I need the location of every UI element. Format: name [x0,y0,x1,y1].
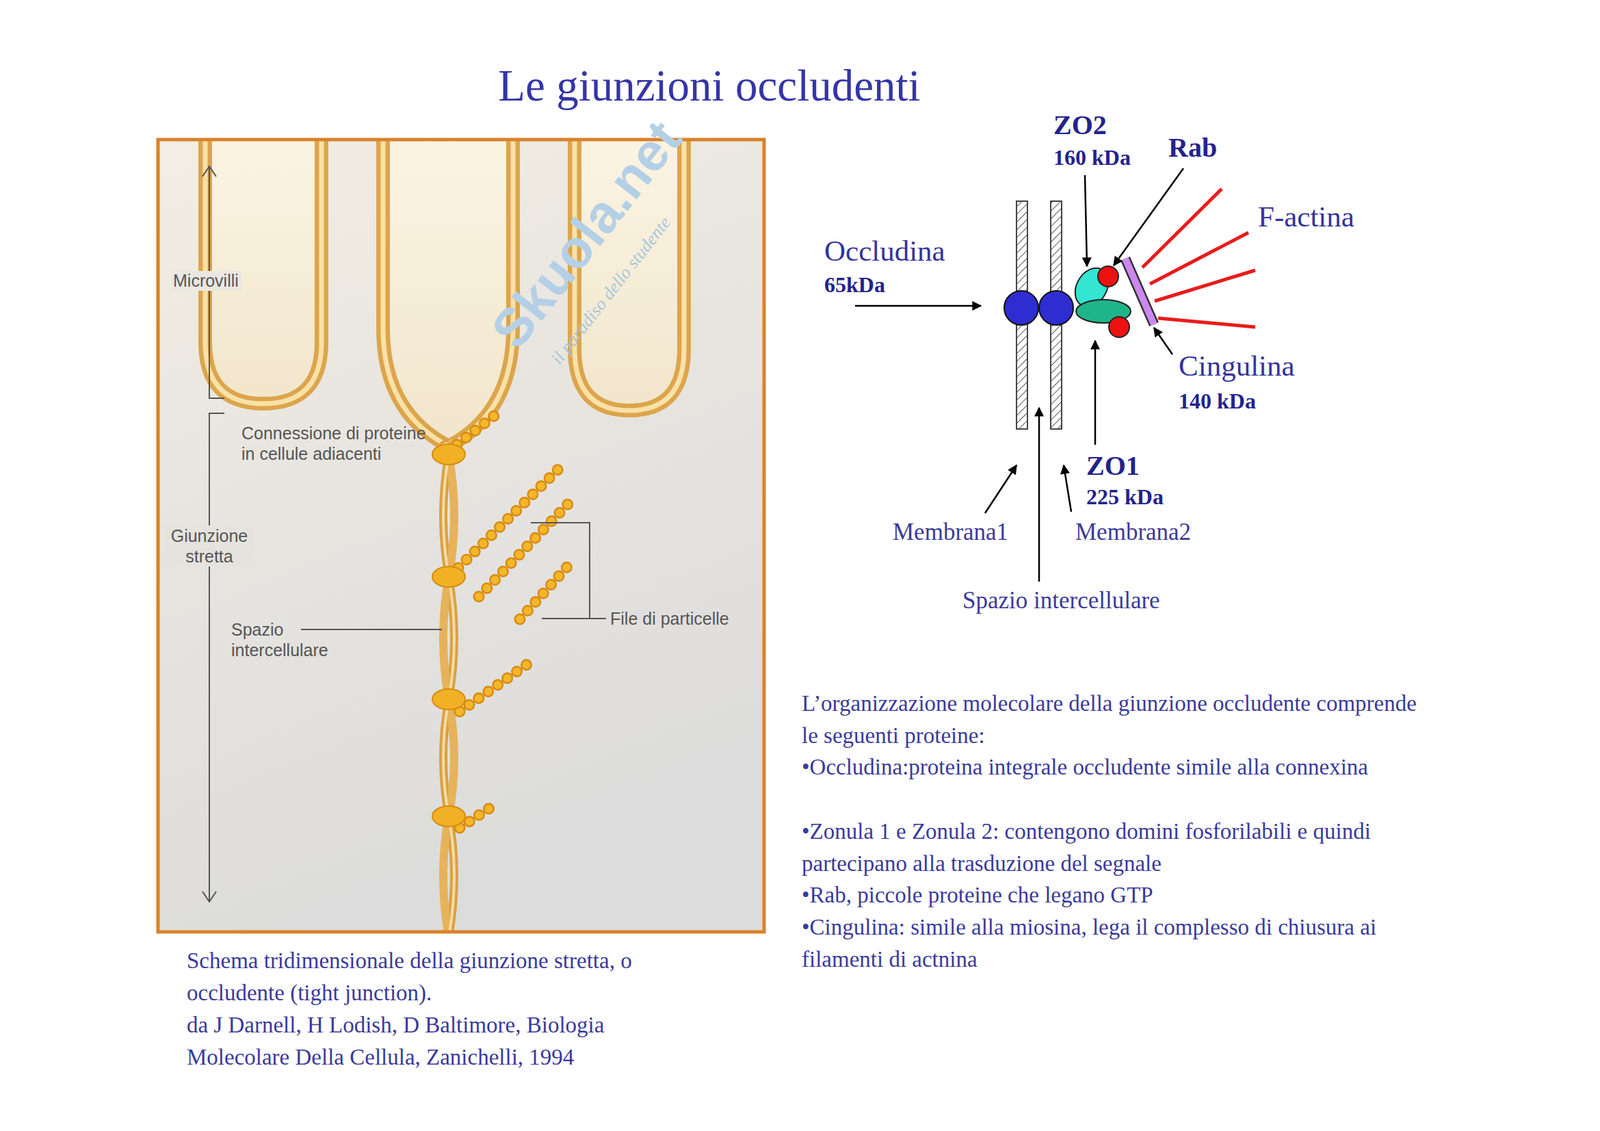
bracket-lines [530,522,590,619]
bullet-text-holder: •Rab, piccole proteine che legano GTP [801,879,1421,912]
pointer-arrow [1153,327,1173,355]
bullet-text: •Zonula 1 e Zonula 2: contengono domini … [801,815,1421,880]
protein-mass: 140 kDa [1178,388,1256,414]
structure-label-holder: Membrana2 [1075,518,1191,546]
tight-junction-illustration [158,139,765,932]
particle-rows [519,562,572,620]
part-label-holder: Spazio intercellulare [231,619,362,661]
protein-name: ZO2 [1053,109,1107,141]
structure-label-holder: Membrana1 [892,518,1009,546]
pointer-arrow [985,465,1017,514]
protein-name-holder: Occludina [824,233,946,268]
cell-membrane [383,139,447,445]
protein-name: Cingulina [1178,348,1295,383]
part-label: Spazio intercellulare [231,619,362,661]
protein-name: Occludina [824,233,946,268]
tight-junction-illustration [158,139,765,932]
part-label-holder: Giunzione stretta [164,525,254,567]
junction-strands [441,443,457,932]
protein-name-holder: F-actina [1257,199,1355,234]
part-label: Microvilli [170,270,242,291]
structure-label: Spazio intercellulare [962,586,1161,615]
slide-title: Le giunzioni occludenti [367,60,1052,112]
part-label: Connessione di proteine in cellule adiac… [241,422,427,464]
protein-name: F-actina [1257,199,1355,234]
particle-rows [478,502,570,597]
protein-connection [432,443,466,827]
bracket-lines [589,617,607,620]
pointer-arrow [1038,407,1041,582]
protein-connection [432,688,466,710]
part-label: Giunzione stretta [164,525,254,567]
actin-filament [1142,188,1222,268]
protein-name-holder: ZO2 [1053,109,1107,141]
protein-mass-holder: 160 kDa [1053,145,1131,171]
rab-protein [1097,266,1119,287]
protein-connection [432,805,466,827]
particle-rows [459,658,535,712]
particle-rows [458,465,563,568]
figure-caption: Schema tridimensionale della giunzione s… [186,944,699,1009]
protein-name-holder: ZO1 [1086,450,1140,482]
structure-label: Membrana2 [1075,518,1191,546]
pointer-arrow [1084,175,1087,267]
particle-rows [456,409,503,445]
slide-title-holder: Le giunzioni occludenti [367,60,1052,112]
part-label-holder: Microvilli [170,270,242,291]
protein-name-holder: Cingulina [1178,348,1295,383]
protein-mass-holder: 65kDa [824,272,886,297]
bracket-lines [209,413,225,902]
illustration-frame [158,139,765,932]
occludin-protein [1004,290,1039,325]
protein-name-holder: Rab [1168,132,1217,164]
protein-mass: 160 kDa [1053,145,1131,171]
bullet-text-holder: •Cingulina: simile alla miosina, lega il… [801,911,1421,975]
protein-name: ZO1 [1086,450,1140,482]
particle-rows [458,465,563,568]
bullet-text: •Cingulina: simile alla miosina, lega il… [801,911,1421,975]
actin-filament [1142,188,1256,327]
source-credit-holder: da J Darnell, H Lodish, D Baltimore, Bio… [186,1008,699,1074]
pointer-arrow [1094,340,1097,445]
protein-connection [432,443,466,465]
pointer-arrow [1113,168,1184,266]
figure-caption-holder: Schema tridimensionale della giunzione s… [186,944,699,1009]
bracket-lines [300,628,442,631]
protein-name: Rab [1168,132,1217,164]
part-label-holder: Connessione di proteine in cellule adiac… [241,422,427,464]
particle-rows [459,658,535,712]
bullet-text-holder: •Zonula 1 e Zonula 2: contengono domini … [801,815,1421,880]
structure-label: Membrana1 [892,518,1009,546]
membrane-highlight [383,139,447,445]
bracket-lines [202,166,217,177]
structure-label-holder: Spazio intercellulare [962,586,1161,615]
actin-filament [1158,318,1256,327]
protein-mass-holder: 140 kDa [1178,388,1256,414]
protein-mass: 65kDa [824,272,886,297]
bullet-text: •Rab, piccole proteine che legano GTP [801,879,1421,912]
body-text: L’organizzazione molecolare della giunzi… [801,687,1421,752]
actin-filament [1154,270,1256,301]
bullet-text-holder: •Occludina:proteina integrale occludente… [801,751,1421,784]
body-text-holder: L’organizzazione molecolare della giunzi… [801,687,1421,752]
pointer-arrow [1063,465,1072,512]
protein-connection [432,566,466,587]
rab-protein [1108,316,1130,338]
particle-rows [519,562,572,620]
particle-rows [456,409,503,445]
junction-strands [441,443,455,932]
part-label-holder: File di particelle [610,608,730,629]
occludin-protein [1039,290,1074,325]
source-credit: da J Darnell, H Lodish, D Baltimore, Bio… [186,1008,699,1074]
part-label: File di particelle [610,608,730,629]
protein-mass: 225 kDa [1086,484,1164,510]
bracket-lines [202,891,217,902]
pointer-arrow [855,305,981,308]
protein-mass-holder: 225 kDa [1086,484,1164,510]
bullet-text: •Occludina:proteina integrale occludente… [801,751,1421,784]
